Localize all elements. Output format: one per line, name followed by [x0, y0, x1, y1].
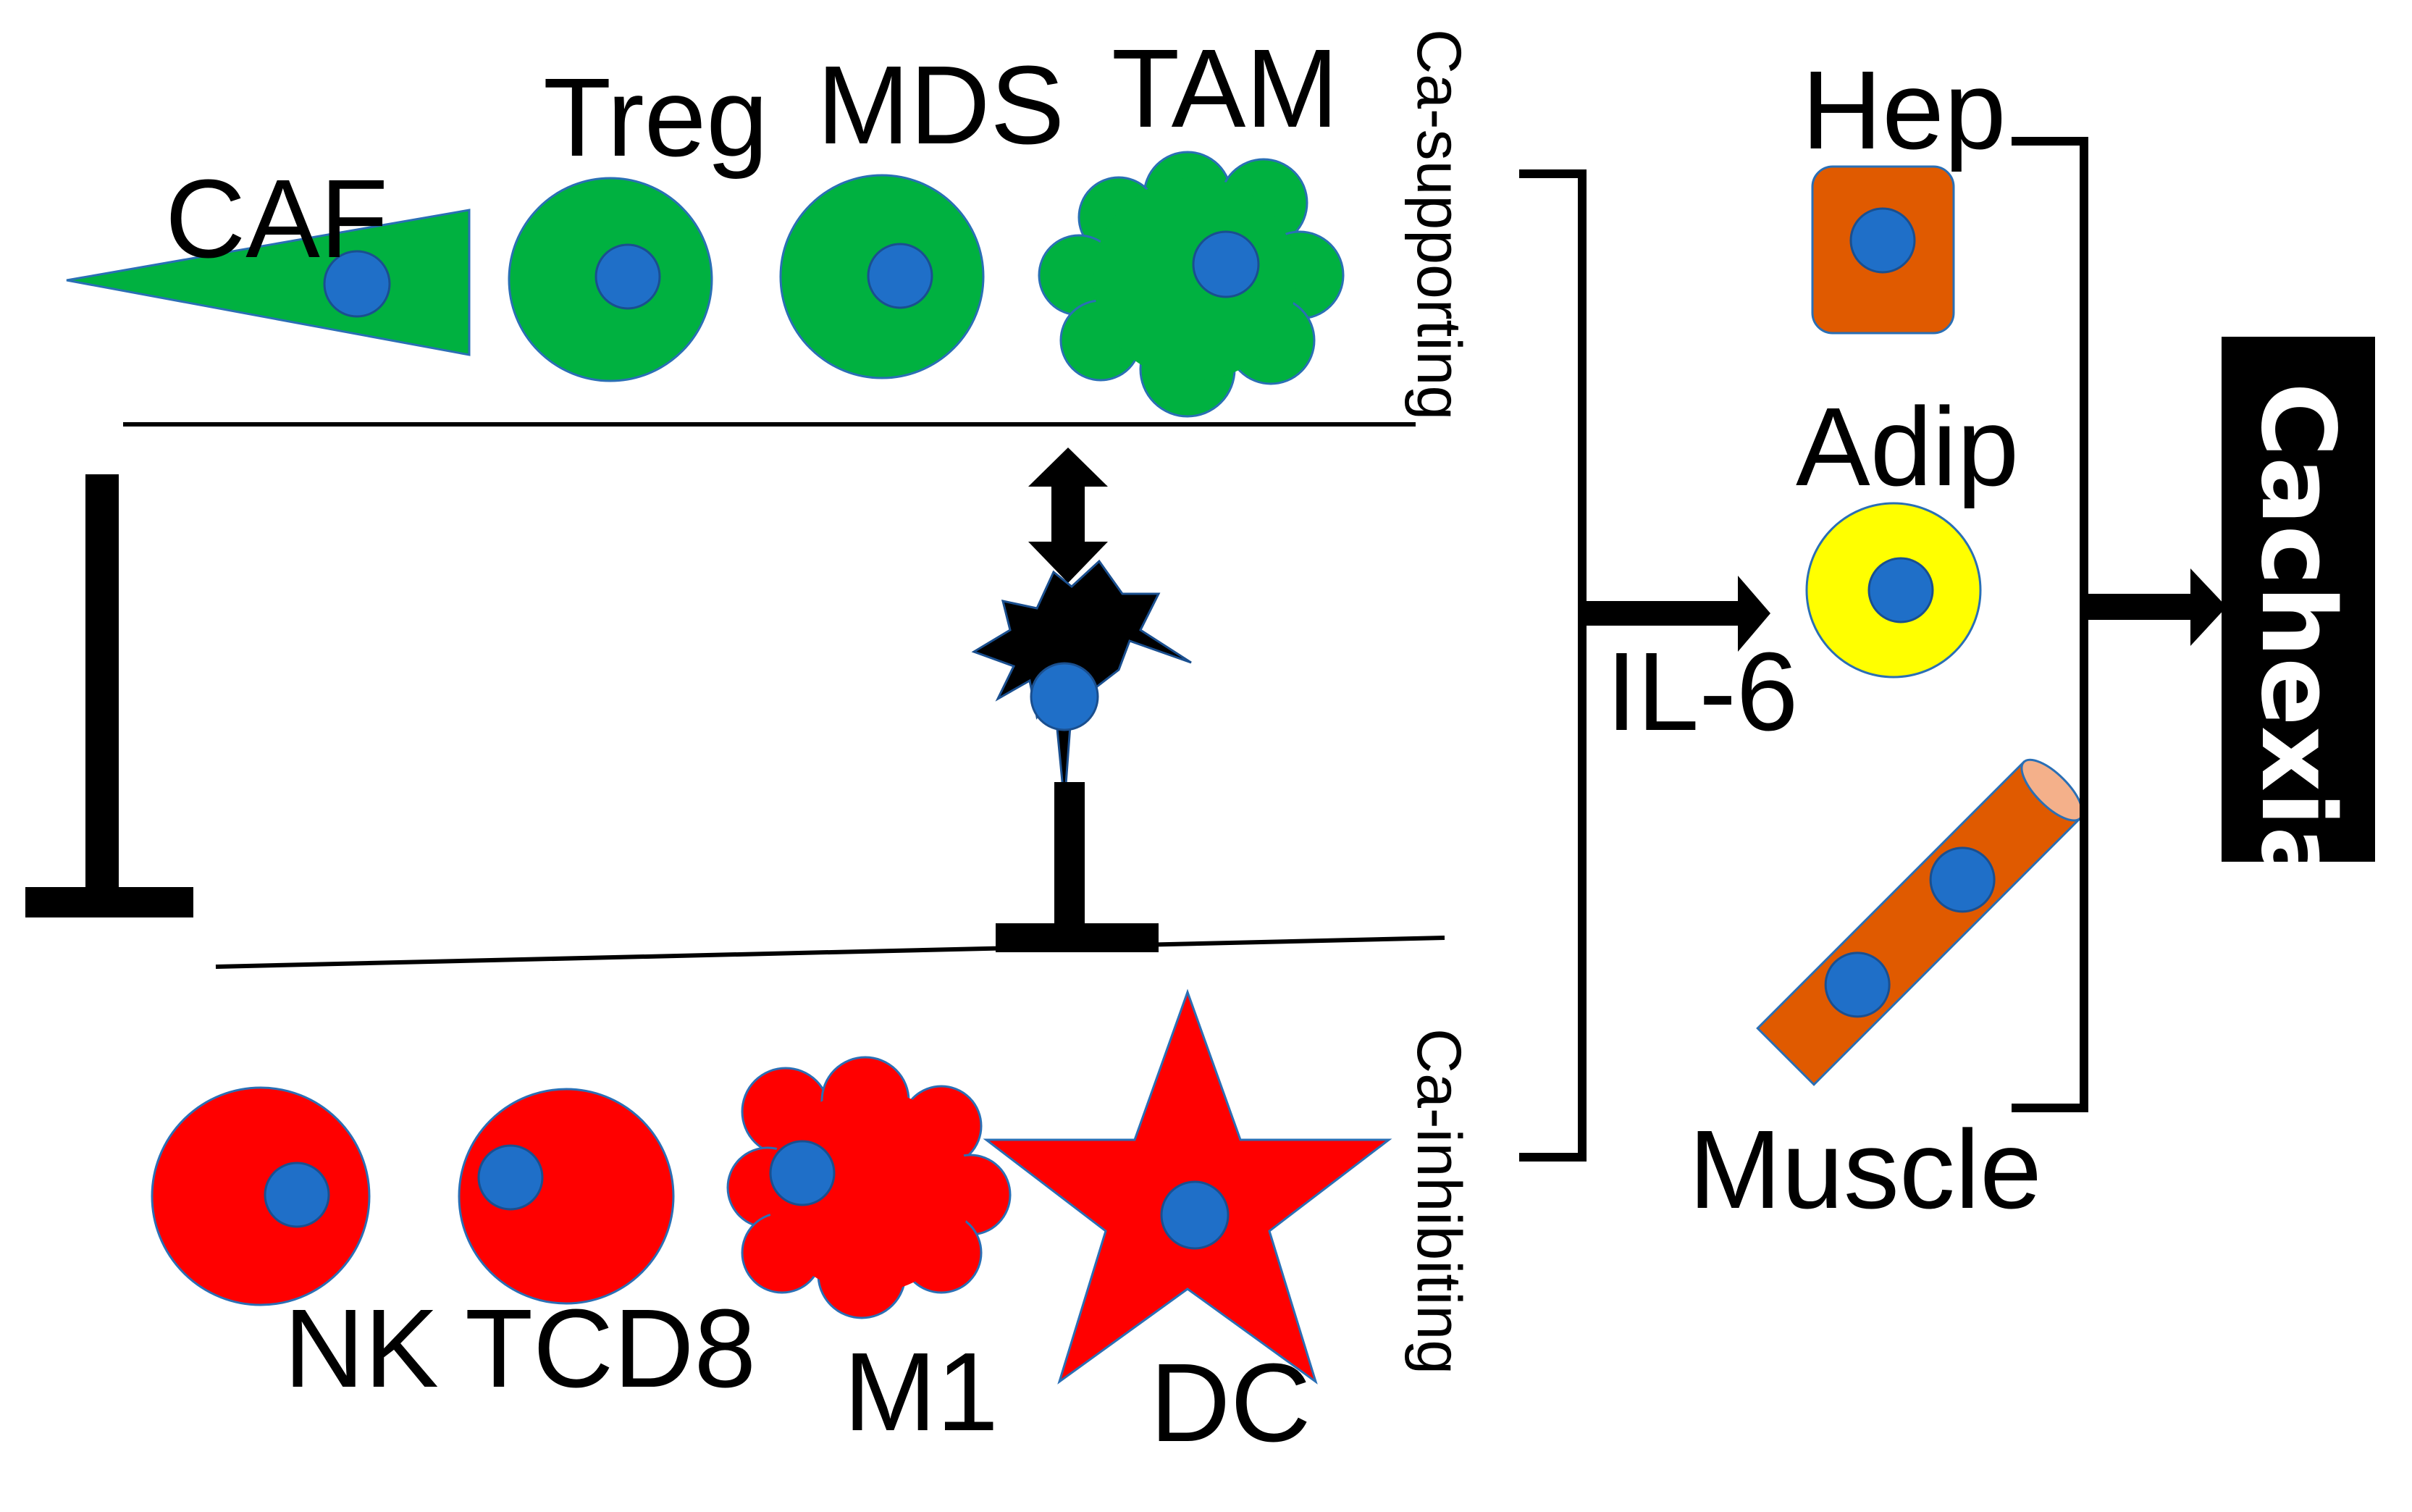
treg-cell — [508, 177, 713, 382]
tumor-nucleus — [1030, 662, 1099, 731]
m1-nucleus — [769, 1140, 836, 1206]
caf-cell — [66, 209, 471, 356]
nk-cell — [151, 1086, 371, 1306]
tcd8-label: TCD8 — [465, 1286, 756, 1411]
cachexia-label: Cachexia — [2238, 382, 2356, 895]
il6-arrow — [1582, 576, 1770, 652]
left-inhibition-symbol — [25, 474, 193, 917]
tam-label: TAM — [1112, 26, 1339, 151]
mds-label: MDS — [817, 43, 1064, 167]
adipocyte-cell — [1805, 502, 1982, 679]
ca-supporting-label: Ca-supporting — [1404, 29, 1474, 420]
tcd8-cell — [458, 1088, 675, 1305]
m1-cell — [726, 1056, 1012, 1319]
adip-label: Adip — [1796, 385, 2019, 509]
muscle-nucleus-2 — [1929, 847, 1996, 913]
adip-nucleus — [1867, 557, 1934, 623]
tam-cell — [1038, 151, 1345, 418]
caf-nucleus — [323, 250, 391, 318]
mds-cell — [779, 174, 985, 379]
tumor-inhibition-stalk — [996, 782, 1159, 952]
muscle-label: Muscle — [1689, 1107, 2042, 1232]
hep-nucleus — [1849, 207, 1916, 274]
il6-label: IL-6 — [1606, 629, 1798, 754]
treg-label: Treg — [543, 55, 768, 180]
hep-label: Hep — [1802, 48, 2007, 172]
nk-label: NK — [284, 1286, 439, 1411]
nk-nucleus — [264, 1162, 330, 1228]
double-arrow-icon — [1028, 448, 1108, 583]
muscle-cell — [1756, 758, 2084, 1086]
dc-cell — [983, 988, 1392, 1385]
treg-nucleus — [594, 243, 661, 310]
cachexia-box: Cachexia — [2222, 337, 2375, 895]
mds-nucleus — [867, 243, 933, 309]
tam-nucleus — [1192, 230, 1260, 298]
hepatocyte-cell — [1811, 165, 1955, 335]
muscle-nucleus-1 — [1824, 952, 1891, 1018]
groups-bracket — [1519, 169, 1587, 1162]
lower-divider-line — [215, 936, 1445, 969]
tumor-cell — [971, 559, 1192, 805]
ca-inhibiting-label: Ca-inhibiting — [1404, 1028, 1474, 1374]
dc-nucleus — [1160, 1180, 1230, 1250]
tcd8-nucleus — [477, 1144, 544, 1211]
cachexia-arrow — [2084, 568, 2227, 646]
dc-label: DC — [1150, 1340, 1311, 1465]
caf-label: CAF — [165, 156, 388, 281]
targets-bracket — [2012, 137, 2088, 1112]
m1-label: M1 — [844, 1330, 999, 1454]
